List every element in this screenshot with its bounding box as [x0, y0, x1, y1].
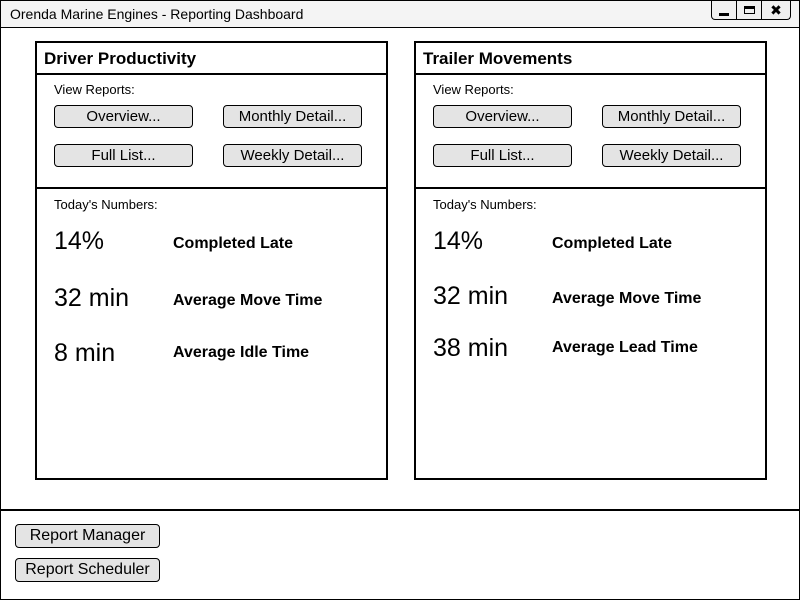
metric-value: 14% [54, 227, 105, 255]
minimize-icon [719, 12, 729, 16]
maximize-button[interactable] [736, 1, 762, 20]
title-bar: Orenda Marine Engines - Reporting Dashbo… [1, 1, 799, 28]
metric-label: Average Idle Time [173, 344, 310, 361]
metric-label: Average Move Time [552, 290, 702, 307]
panel-title: Trailer Movements [416, 43, 765, 75]
report-scheduler-button[interactable]: Report Scheduler [15, 558, 160, 582]
close-icon: ✖ [770, 1, 782, 18]
metric-value: 32 min [433, 282, 509, 310]
panel-trailer-movements: Trailer Movements View Reports: Overview… [414, 41, 767, 480]
metric-value: 14% [433, 227, 484, 255]
overview-button[interactable]: Overview... [54, 105, 193, 128]
window-controls: ✖ [711, 1, 791, 20]
panel-title: Driver Productivity [37, 43, 386, 75]
full-list-button[interactable]: Full List... [433, 144, 572, 167]
todays-numbers-label: Today's Numbers: [54, 197, 158, 212]
footer-divider [1, 509, 799, 511]
metric-value: 38 min [433, 334, 509, 362]
metric-label: Completed Late [552, 235, 673, 252]
close-button[interactable]: ✖ [761, 1, 791, 20]
todays-numbers-label: Today's Numbers: [433, 197, 537, 212]
view-reports-section: View Reports: Overview... Monthly Detail… [37, 75, 386, 189]
full-list-button[interactable]: Full List... [54, 144, 193, 167]
panel-driver-productivity: Driver Productivity View Reports: Overvi… [35, 41, 388, 480]
overview-button[interactable]: Overview... [433, 105, 572, 128]
weekly-detail-button[interactable]: Weekly Detail... [223, 144, 362, 167]
report-manager-button[interactable]: Report Manager [15, 524, 160, 548]
metric-label: Average Lead Time [552, 339, 698, 356]
minimize-button[interactable] [711, 1, 737, 20]
view-reports-label: View Reports: [433, 82, 514, 97]
view-reports-section: View Reports: Overview... Monthly Detail… [416, 75, 765, 189]
metric-value: 32 min [54, 284, 130, 312]
todays-numbers-section: Today's Numbers: 14% Completed Late 32 m… [37, 189, 386, 469]
monthly-detail-button[interactable]: Monthly Detail... [223, 105, 362, 128]
monthly-detail-button[interactable]: Monthly Detail... [602, 105, 741, 128]
maximize-icon [743, 6, 755, 14]
metric-label: Completed Late [173, 235, 294, 252]
metric-label: Average Move Time [173, 292, 323, 309]
window-title: Orenda Marine Engines - Reporting Dashbo… [10, 6, 304, 22]
view-reports-label: View Reports: [54, 82, 135, 97]
weekly-detail-button[interactable]: Weekly Detail... [602, 144, 741, 167]
todays-numbers-section: Today's Numbers: 14% Completed Late 32 m… [416, 189, 765, 469]
metric-value: 8 min [54, 339, 116, 367]
